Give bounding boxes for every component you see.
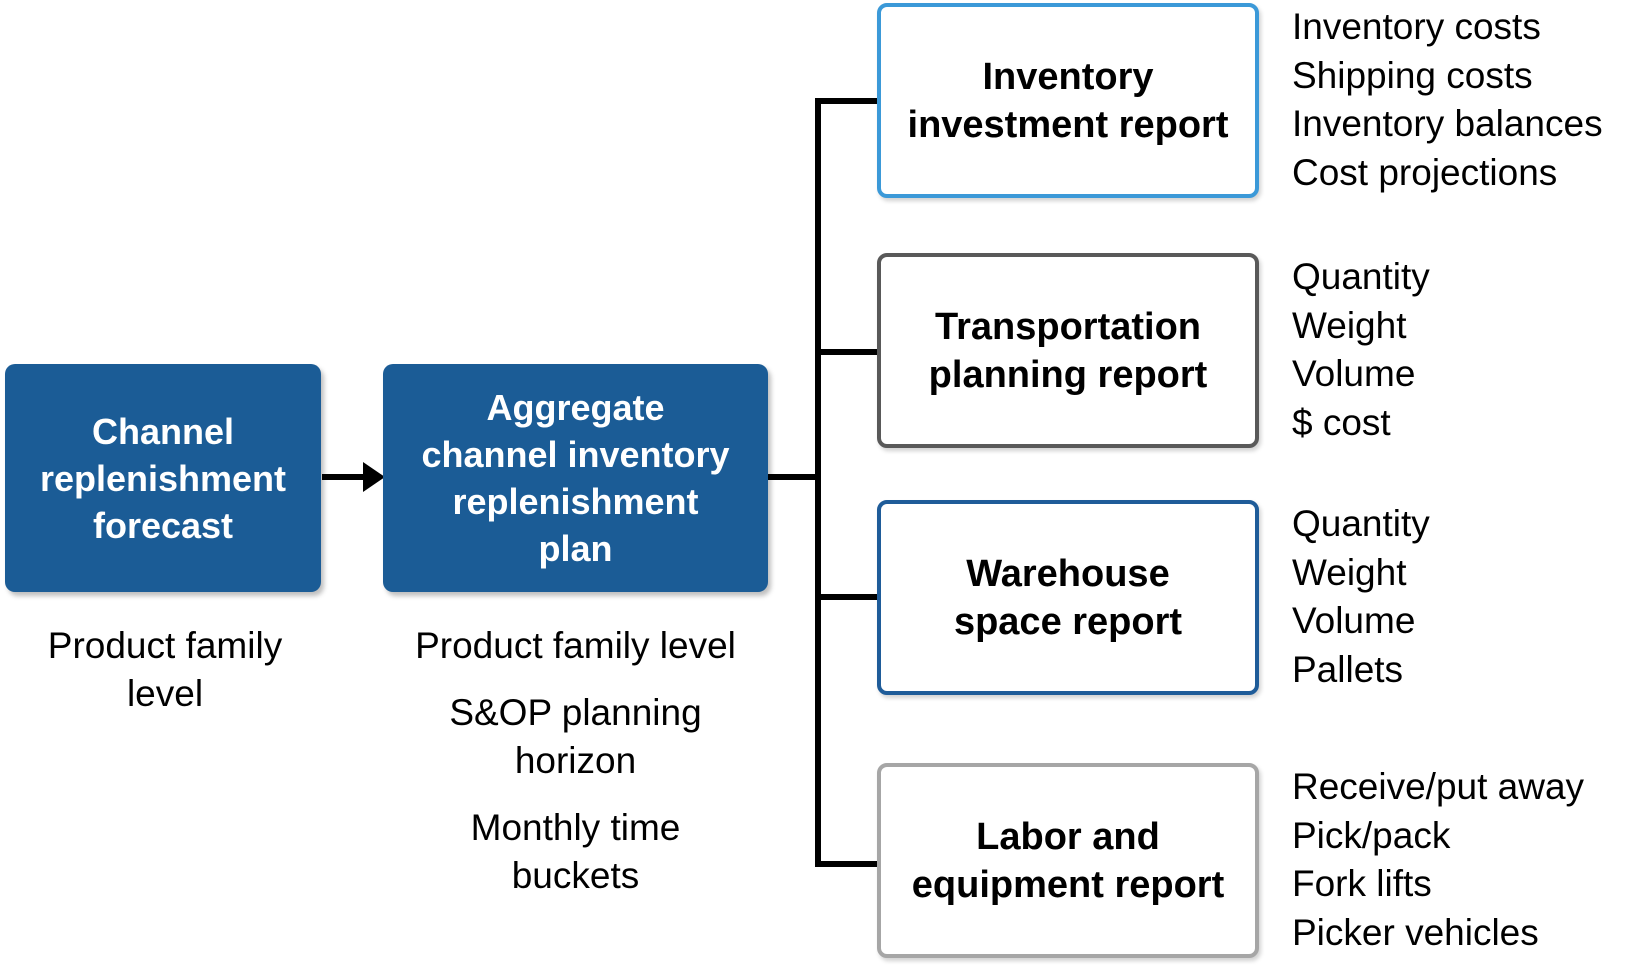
labor-equipment-report-box: Labor and equipment report <box>877 763 1259 958</box>
list-item: Quantity <box>1292 503 1430 544</box>
list-item: Pick/pack <box>1292 814 1451 856</box>
list-item: Shipping costs <box>1292 54 1533 96</box>
plan-caption-product-family-level: Product family level <box>415 625 736 666</box>
list-item: Pallets <box>1292 648 1404 690</box>
connector-branch-warehouse <box>815 594 877 600</box>
list-item: Volume <box>1292 600 1416 641</box>
source-box-caption: Product family level <box>47 625 283 714</box>
list-item: Weight <box>1292 304 1407 346</box>
aggregate-replenishment-plan-box: Aggregate channel inventory replenishmen… <box>383 364 768 592</box>
transportation-report-detail-list: Quantity Weight Volume $ cost <box>1292 253 1643 447</box>
list-item: $ cost <box>1292 401 1391 443</box>
transportation-planning-report-box: Transportation planning report <box>877 253 1259 448</box>
channel-replenishment-forecast-box: Channel replenishment forecast <box>5 364 321 592</box>
plan-caption-sop-planning-horizon: S&OP planning horizon <box>449 692 702 781</box>
list-item: Receive/put away <box>1292 766 1585 807</box>
connector-branch-transportation <box>815 349 877 355</box>
warehouse-report-detail-list: Quantity Weight Volume Pallets <box>1292 500 1643 694</box>
list-item: Fork lifts <box>1292 863 1432 904</box>
plan-box-captions: Product family level S&OP planning horiz… <box>365 622 786 900</box>
inventory-investment-report-box: Inventory investment report <box>877 3 1259 198</box>
warehouse-space-report-box: Warehouse space report <box>877 500 1259 695</box>
inventory-report-detail-list: Inventory costs Shipping costs Inventory… <box>1292 3 1643 197</box>
list-item: Inventory balances <box>1292 103 1603 144</box>
labor-report-detail-list: Receive/put away Pick/pack Fork lifts Pi… <box>1292 763 1643 957</box>
list-item: Volume <box>1292 353 1416 394</box>
flow-arrow-shaft <box>322 474 368 480</box>
list-item: Weight <box>1292 551 1407 593</box>
list-item: Quantity <box>1292 256 1430 297</box>
connector-branch-inventory <box>815 98 877 104</box>
connector-plan-to-trunk <box>768 474 818 480</box>
flow-arrow-head <box>363 462 385 492</box>
connector-branch-labor <box>815 861 877 867</box>
list-item: Cost projections <box>1292 151 1558 193</box>
plan-caption-monthly-time-buckets: Monthly time buckets <box>470 807 681 896</box>
connector-trunk <box>815 98 821 867</box>
list-item: Inventory costs <box>1292 6 1541 47</box>
list-item: Picker vehicles <box>1292 911 1539 953</box>
